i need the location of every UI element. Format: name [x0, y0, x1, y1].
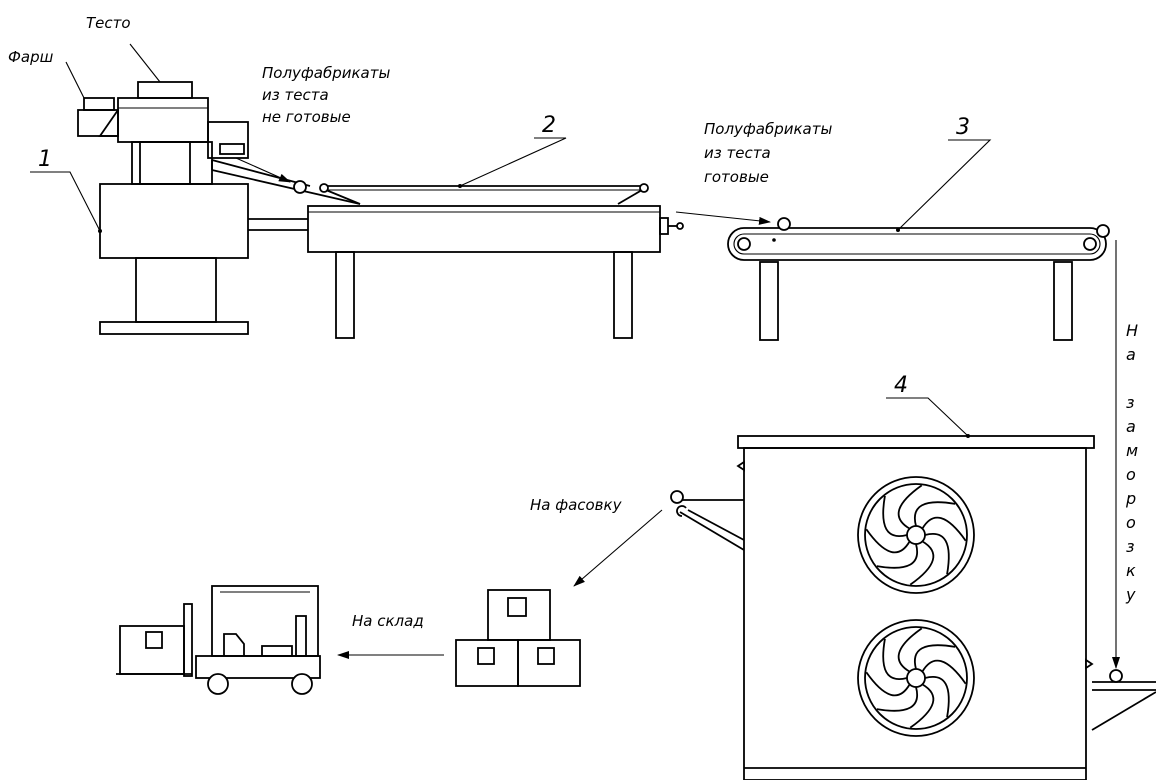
- fan-blade: [882, 495, 908, 537]
- fan-blade: [914, 644, 956, 670]
- to-freezing-char: у: [1125, 585, 1136, 604]
- to-freezing-char: а: [1126, 417, 1136, 436]
- fan-blade: [909, 683, 935, 729]
- to-freezing-label: Н а з а м о р о з к у: [1125, 321, 1138, 604]
- fan-blade: [876, 543, 918, 569]
- spiral-freezer: [670, 434, 1156, 780]
- to-freezing-char: о: [1126, 465, 1136, 484]
- fan-blade: [914, 501, 956, 527]
- position-number-3: 3: [956, 115, 970, 140]
- fan-blade: [921, 659, 967, 685]
- semi-ready-label-line1: Полуфабрикаты: [704, 120, 832, 138]
- to-freezing-char: к: [1126, 561, 1136, 580]
- to-freezing-char: о: [1126, 513, 1136, 532]
- forklift: [116, 585, 321, 695]
- semi-ready-label-line3: готовые: [704, 168, 769, 186]
- fan-blade: [865, 671, 911, 697]
- fan-blade: [924, 533, 950, 575]
- fan-icon: [857, 619, 975, 737]
- semi-not-ready-label-line3: не готовые: [262, 108, 351, 126]
- mince-label: Фарш: [8, 48, 54, 66]
- to-packing-label: На фасовку: [530, 496, 623, 514]
- fan-blade: [921, 516, 967, 542]
- fan-blade: [882, 638, 908, 680]
- forming-machine: [77, 81, 361, 335]
- flow-arrows: [235, 157, 1120, 669]
- position-number-1: 1: [38, 147, 52, 172]
- fan-blade: [876, 686, 918, 712]
- semi-not-ready-label-line2: из теста: [262, 86, 329, 104]
- to-freezing-char: а: [1126, 345, 1136, 364]
- fan-icon: [857, 476, 975, 594]
- fan-blade: [865, 528, 911, 554]
- position-leaders: [30, 43, 992, 437]
- to-freezing-char: м: [1126, 441, 1138, 460]
- packed-boxes: [455, 589, 581, 687]
- to-freezing-char: з: [1126, 393, 1135, 412]
- belt-conveyor: [727, 217, 1110, 341]
- semi-ready-label-line2: из теста: [704, 144, 771, 162]
- boiling-bath: [307, 183, 684, 339]
- to-warehouse-label: На склад: [352, 612, 424, 630]
- position-number-2: 2: [542, 113, 556, 138]
- dough-label: Тесто: [86, 14, 131, 32]
- to-freezing-char: р: [1125, 489, 1136, 508]
- to-freezing-char: Н: [1126, 321, 1138, 340]
- fan-blade: [897, 484, 923, 530]
- to-freezing-char: з: [1126, 537, 1135, 556]
- semi-not-ready-label-line1: Полуфабрикаты: [262, 64, 390, 82]
- position-number-4: 4: [894, 373, 908, 398]
- fan-blade: [897, 627, 923, 673]
- fan-blade: [924, 676, 950, 718]
- fan-blade: [909, 540, 935, 586]
